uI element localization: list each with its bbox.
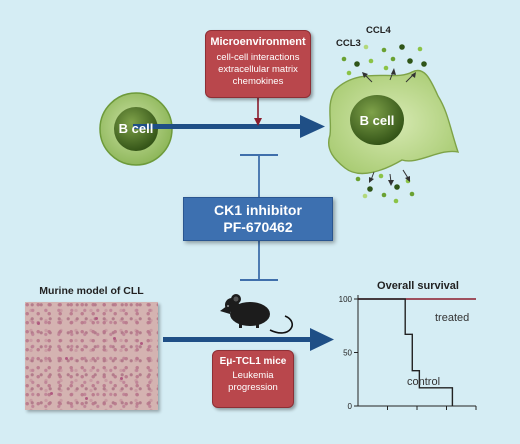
main-arrow-bottom (163, 328, 334, 351)
tcl1-mice-box: Eμ-TCL1 mice Leukemia progression (212, 350, 294, 408)
chemokines-top (341, 44, 427, 83)
microenvironment-arrow (254, 98, 262, 126)
series-label-treated: treated (435, 312, 469, 324)
murine-model-title: Murine model of CLL (39, 285, 144, 297)
main-arrow-top (133, 115, 325, 138)
inhibition-bar-top (240, 154, 278, 197)
mouse-icon (220, 294, 293, 334)
ccl3-label: CCL3 (336, 38, 361, 49)
microenvironment-line: extracellular matrix (218, 64, 298, 75)
y-tick-label: 0 (348, 402, 353, 411)
tcl1-mice-line: progression (228, 382, 278, 393)
survival-chart: Overall survival 0 50 100 treated control (339, 280, 477, 411)
y-tick-label: 50 (343, 349, 352, 358)
histology-image (25, 302, 158, 410)
b-cell-activated (328, 69, 460, 175)
ccl4-label: CCL4 (366, 25, 391, 36)
chemokines-bottom (355, 169, 415, 204)
y-tick-label: 100 (339, 295, 353, 304)
chart-title: Overall survival (377, 280, 459, 292)
series-label-control: control (407, 376, 440, 388)
b-cell-right-label: B cell (359, 113, 395, 128)
b-cell-left-label: B cell (118, 121, 154, 136)
ck1-inhibitor-line2: PF-670462 (223, 219, 293, 235)
tcl1-mice-line: Leukemia (232, 370, 274, 381)
microenvironment-line: chemokines (232, 76, 284, 87)
ck1-inhibitor-box: CK1 inhibitor PF-670462 (183, 197, 333, 241)
microenvironment-line: cell-cell interactions (216, 52, 300, 63)
inhibition-bar-bottom (240, 241, 278, 281)
microenvironment-box: Microenvironment cell-cell interactions … (205, 30, 311, 98)
tcl1-mice-title: Eμ-TCL1 mice (219, 356, 287, 367)
microenvironment-title: Microenvironment (210, 36, 306, 48)
series-line-control (358, 298, 454, 406)
ck1-inhibitor-line1: CK1 inhibitor (214, 202, 302, 218)
